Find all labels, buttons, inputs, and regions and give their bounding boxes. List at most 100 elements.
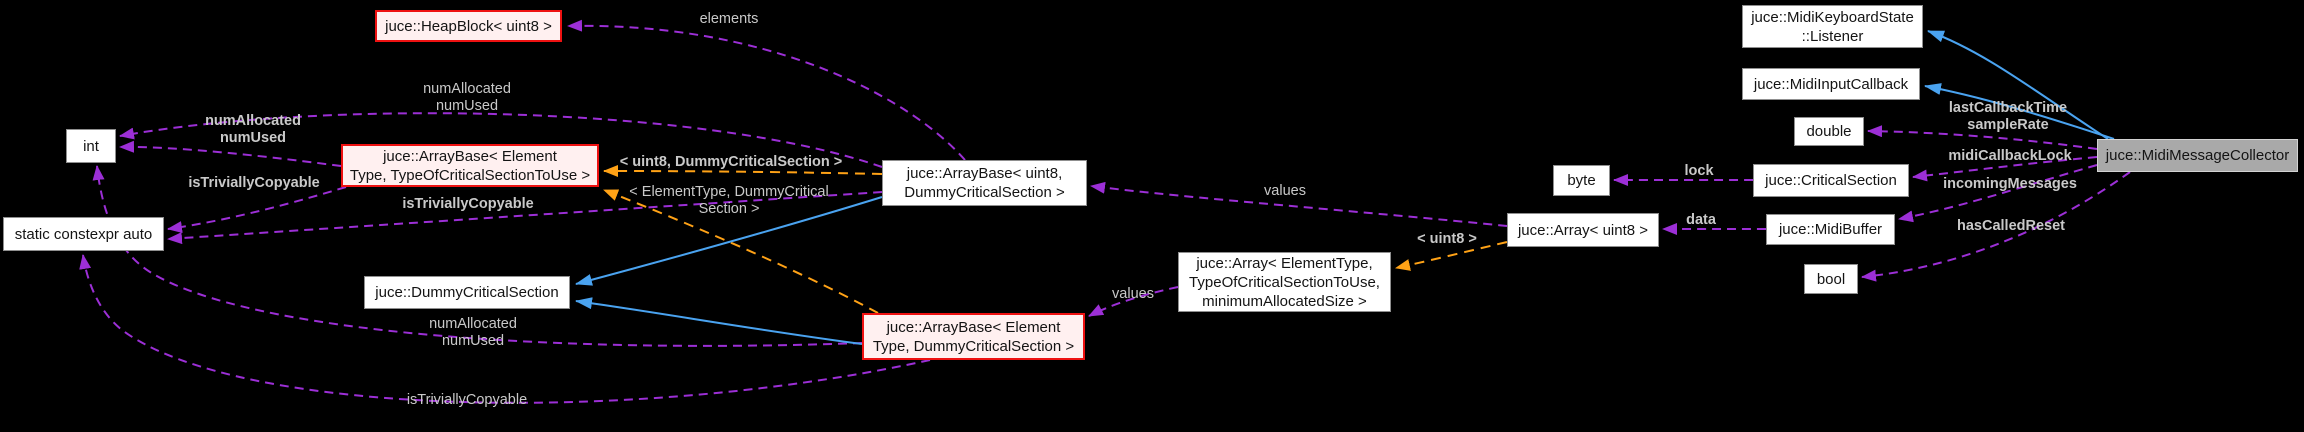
edge-label-line: numAllocated [423, 81, 511, 97]
edge-numallocated-numused-top [119, 112, 883, 168]
edge-label-line: lastCallbackTime [1948, 100, 2068, 116]
node-byte[interactable]: byte [1553, 165, 1610, 196]
node-midibuffer[interactable]: juce::MidiBuffer [1766, 214, 1895, 245]
edge-label-hascalledreset: hasCalledReset [1957, 218, 2065, 235]
node-array-uint8[interactable]: juce::Array< uint8 > [1507, 213, 1659, 247]
node-heapblock-uint8[interactable]: juce::HeapBlock< uint8 > [375, 10, 562, 42]
edge-label-incomingmessages: incomingMessages [1943, 176, 2077, 193]
node-label-line: juce::CriticalSection [1765, 172, 1897, 189]
node-label-line: juce::ArrayBase< Element [886, 318, 1061, 336]
edge-template-uint8 [1395, 241, 1508, 271]
node-midikeyboardstate-listener[interactable]: juce::MidiKeyboardState::Listener [1742, 5, 1923, 48]
node-label-line: TypeOfCriticalSectionToUse, [1189, 273, 1380, 291]
node-label-line: byte [1567, 172, 1596, 189]
node-label-line: ::Listener [1801, 27, 1864, 45]
node-label-line: int [83, 137, 99, 155]
edge-label-line: < ElementType, DummyCritical [629, 184, 829, 200]
edge-label-istriviallycopyable-mid: isTriviallyCopyable [402, 196, 533, 213]
edge-label-line: midiCallbackLock [1948, 148, 2072, 164]
edge-label-istriviallycopyable-left: isTriviallyCopyable [188, 175, 319, 192]
edge-values-upper [1090, 181, 1508, 227]
edge-istriviallycopyable-mid [167, 191, 883, 245]
node-label-line: Type, DummyCriticalSection > [872, 337, 1075, 355]
node-label-line: juce::DummyCriticalSection [375, 284, 559, 301]
edge-label-line: elements [699, 11, 759, 27]
edge-istriviallycopyable-left [167, 186, 347, 233]
node-label-line: juce::MidiKeyboardState [1751, 8, 1914, 26]
node-arraybase-uint8-dummycriticalsection[interactable]: juce::ArrayBase< uint8,DummyCriticalSect… [882, 160, 1087, 206]
edge-label-line: numUsed [219, 130, 287, 146]
edge-label-line: numUsed [441, 333, 505, 349]
node-static-constexpr-auto[interactable]: static constexpr auto [3, 217, 164, 251]
node-bool[interactable]: bool [1804, 264, 1858, 294]
node-label-line: juce::MidiBuffer [1778, 221, 1883, 238]
edge-incomingmessages [1898, 164, 2098, 223]
edge-hascalledreset [1861, 171, 2131, 282]
edge-label-line: < uint8 > [1417, 231, 1477, 247]
edge-label-line: incomingMessages [1943, 176, 2077, 192]
node-label-line: juce::Array< ElementType, [1196, 254, 1373, 272]
edge-label-lock: lock [1684, 163, 1713, 180]
edge-label-line: numAllocated [205, 113, 301, 129]
edge-label-line: isTriviallyCopyable [406, 392, 528, 408]
node-label-line: static constexpr auto [14, 225, 153, 243]
edge-label-template-args-uint8-dummycriticalsection: < uint8, DummyCriticalSection > [620, 154, 842, 171]
node-label-line: juce::HeapBlock< uint8 > [385, 17, 552, 35]
node-label-line: juce::MidiMessageCollector [2105, 147, 2290, 164]
node-label-line: double [1806, 123, 1852, 140]
node-label-line: Type, TypeOfCriticalSectionToUse > [349, 166, 591, 184]
edge-numallocated-numused-left [119, 140, 342, 167]
node-label-line: juce::MidiInputCallback [1753, 75, 1909, 93]
edge-inherit-midiinputcallback [1924, 83, 2115, 140]
node-midiinputcallback[interactable]: juce::MidiInputCallback [1742, 68, 1920, 100]
node-dummycriticalsection[interactable]: juce::DummyCriticalSection [364, 276, 570, 309]
edge-label-midicallbacklock: midiCallbackLock [1948, 148, 2071, 165]
edge-label-line: < uint8, DummyCriticalSection > [619, 154, 843, 170]
node-label-line: minimumAllocatedSize > [1202, 292, 1367, 310]
edge-label-istriviallycopyable-bottom: isTriviallyCopyable [407, 392, 527, 409]
edge-label-values-upper: values [1264, 183, 1306, 200]
edge-label-line: values [1112, 286, 1154, 302]
node-midimessagecollector[interactable]: juce::MidiMessageCollector [2097, 139, 2298, 172]
edge-label-line: hasCalledReset [1957, 218, 2065, 234]
edge-template-uint8-dcs [603, 165, 883, 178]
node-label-line: juce::Array< uint8 > [1517, 221, 1649, 239]
edge-inherit-dummycriticalsection-from-uint8 [575, 196, 883, 286]
edge-label-data: data [1686, 212, 1716, 229]
edge-label-elements: elements [700, 11, 759, 28]
node-array-elementtype[interactable]: juce::Array< ElementType,TypeOfCriticalS… [1178, 252, 1391, 312]
edge-midicallbacklock [1912, 156, 2098, 182]
node-label-line: bool [1816, 270, 1846, 288]
edge-elements [567, 19, 966, 161]
node-criticalsection[interactable]: juce::CriticalSection [1753, 164, 1909, 197]
edge-label-line: lock [1684, 163, 1714, 179]
node-double[interactable]: double [1794, 117, 1864, 146]
node-label-line: juce::ArrayBase< Element [383, 147, 557, 165]
edge-label-line: data [1686, 212, 1716, 228]
edge-label-line: isTriviallyCopyable [188, 175, 320, 191]
edge-lastcallbacktime-samplerate [1867, 125, 2098, 150]
edge-label-line: numAllocated [429, 316, 517, 332]
node-label-line: juce::ArrayBase< uint8, [906, 165, 1063, 182]
edge-istriviallycopyable-bottom [79, 254, 931, 404]
edge-label-template-args-uint8: < uint8 > [1417, 231, 1477, 248]
edge-inherit-dummycriticalsection-from-elementtype [575, 297, 863, 345]
edge-template-elementtype-dcs [603, 189, 879, 314]
edge-values-lower [1088, 286, 1179, 317]
edge-label-line: values [1264, 183, 1306, 199]
edge-label-line: isTriviallyCopyable [402, 196, 534, 212]
node-label-line: DummyCriticalSection > [904, 184, 1065, 201]
edge-label-line: sampleRate [1967, 117, 2049, 133]
edge-label-line: numUsed [435, 98, 499, 114]
edge-inherit-midikeyboardstate-listener [1927, 30, 2109, 140]
node-int[interactable]: int [66, 129, 116, 163]
